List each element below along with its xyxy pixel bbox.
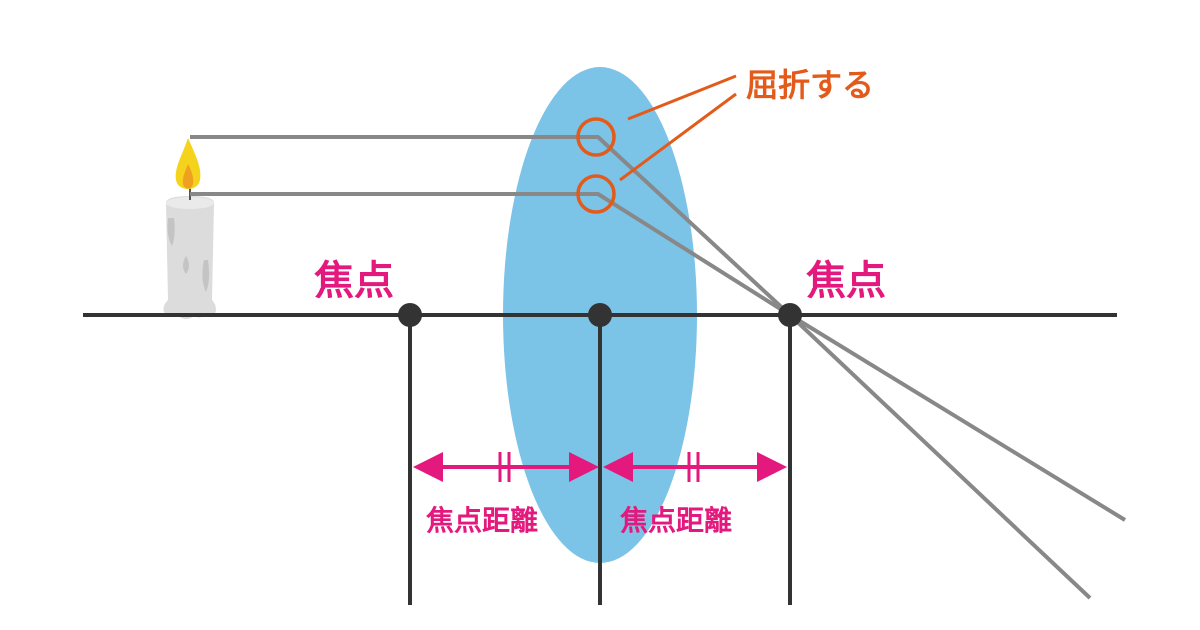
focal-point-right (778, 303, 802, 327)
candle-drip (167, 218, 175, 246)
light-ray-top (190, 135, 1092, 600)
lens-center-point (588, 303, 612, 327)
refraction-label: 屈折する (746, 66, 874, 104)
focal-length-label-right: 焦点距離 (620, 504, 732, 537)
focus-label-right: 焦点 (806, 258, 886, 304)
refraction-marker-top (576, 117, 616, 157)
candle-top (166, 197, 214, 209)
focal-length-arrow-left (413, 452, 599, 482)
focal-length-label-left: 焦点距離 (426, 504, 538, 537)
light-ray-bottom (190, 192, 1127, 522)
refraction-leader-line (619, 92, 737, 182)
refraction-leader-line (627, 74, 737, 121)
focal-point-left (398, 303, 422, 327)
candle-icon (163, 138, 216, 319)
candle-body (163, 196, 216, 319)
flame-icon (175, 138, 201, 189)
focal-length-arrow-right (603, 452, 787, 482)
focus-label-left: 焦点 (314, 258, 394, 304)
candle-drip (183, 256, 189, 274)
refraction-marker-bottom (576, 174, 616, 214)
candle-drip (202, 260, 210, 292)
flame-core (182, 164, 194, 189)
